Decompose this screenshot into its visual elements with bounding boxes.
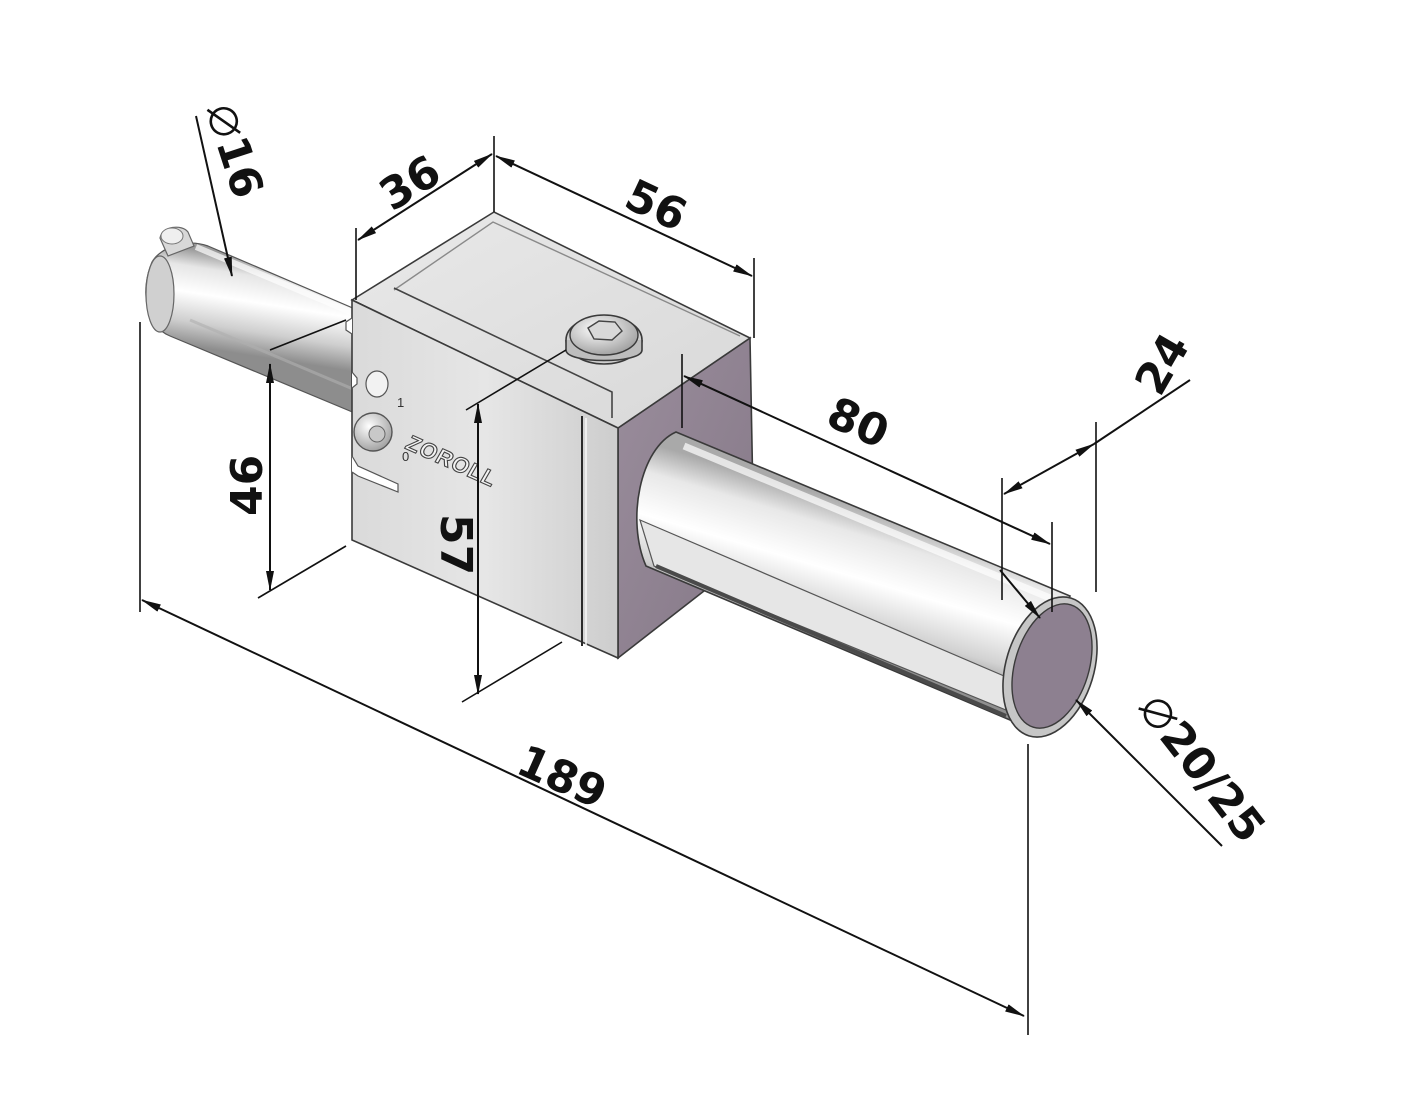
dim-line-block-depth (357, 153, 493, 241)
svg-text:16: 16 (206, 130, 273, 204)
position-mark-1: 1 (397, 395, 404, 410)
dim-leader-large-diameter (1075, 699, 1223, 847)
dim-label-large-diameter: 20/25 (1138, 699, 1275, 853)
dim-label-mount-height: 46 (222, 455, 273, 516)
ext-line-46-top (269, 319, 347, 351)
dim-label-block-depth: 36 (371, 146, 450, 222)
dim-line-end-length (1003, 443, 1095, 495)
dim-leader-end-length (1093, 379, 1191, 445)
dim-label-end-length: 24 (1125, 325, 1200, 404)
ext-line-57-top (465, 349, 567, 411)
position-mark-0: 0 (402, 449, 409, 464)
dim-label-block-height: 57 (430, 514, 481, 575)
dim-leader-small-diameter (195, 115, 233, 277)
dim-leader-chamfer (999, 569, 1041, 619)
dim-label-block-width: 56 (617, 170, 694, 242)
diameter-symbol-icon (1143, 699, 1173, 728)
dim-line-block-width (495, 155, 753, 277)
dim-label-shaft-length: 80 (820, 387, 897, 458)
dim-label-small-diameter: 16 (206, 106, 273, 204)
dim-line-shaft-length (683, 375, 1051, 545)
dim-label-overall-length: 189 (510, 735, 615, 819)
dim-line-overall-length (141, 599, 1025, 1017)
socket-head-bolt (565, 314, 643, 365)
diameter-symbol-icon (209, 106, 239, 136)
position-indicator: 1 0 (353, 370, 409, 464)
large-shaft (636, 431, 1098, 738)
shaft-key-pin (159, 226, 195, 257)
ext-line-46-bottom (257, 545, 347, 599)
small-shaft (145, 242, 363, 417)
clamp-block (345, 211, 755, 660)
svg-text:20/25: 20/25 (1149, 712, 1274, 853)
